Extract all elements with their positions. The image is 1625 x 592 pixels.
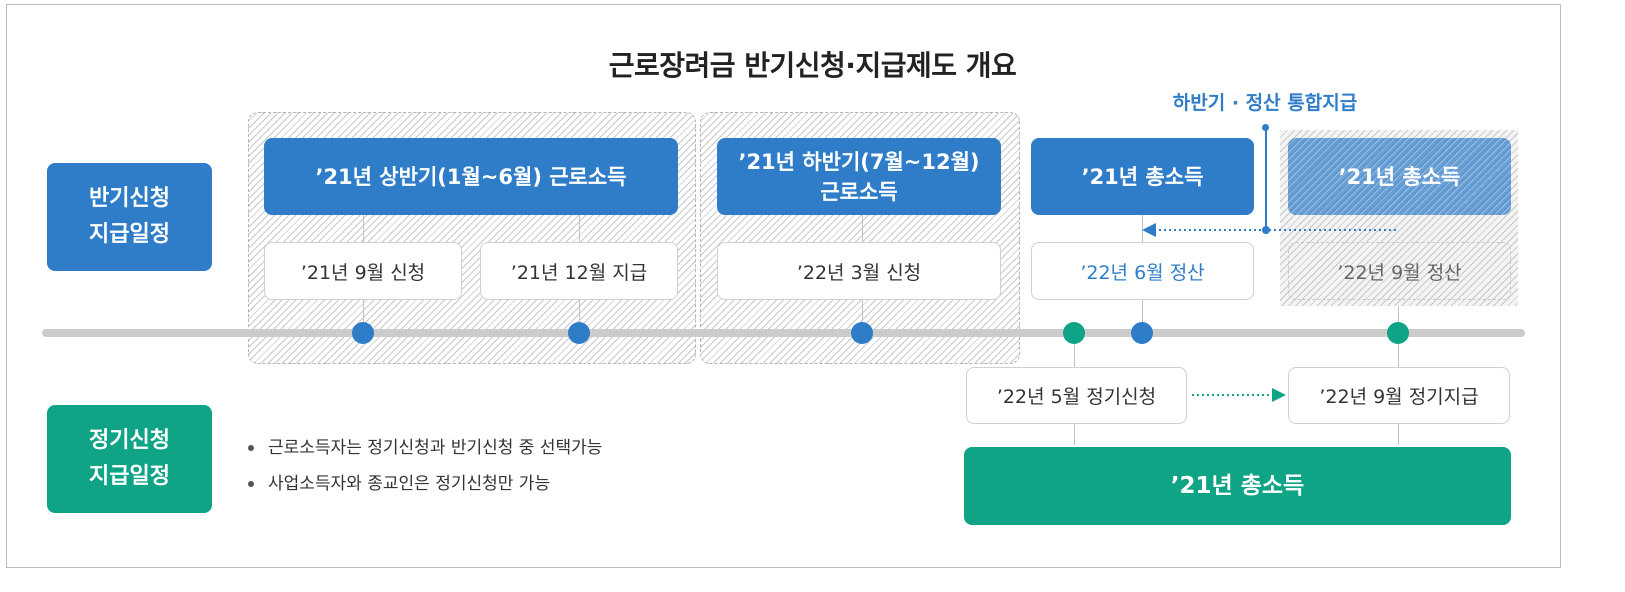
regular-apply-may-2022: ’22년 5월 정기신청 [966,367,1187,424]
annotation-dot [1262,124,1269,131]
apply-sep-2021: ’21년 9월 신청 [264,242,462,300]
first-half-income-header: ’21년 상반기(1월~6월) 근로소득 [264,138,678,215]
total-income-header: ’21년 총소득 [1031,138,1254,215]
timeline-dot-may-2022 [1063,322,1085,344]
apply-mar-2022: ’22년 3월 신청 [717,242,1001,300]
combined-payment-annotation: 하반기 · 정산 통합지급 [1172,92,1358,114]
timeline-dot-sep-2022 [1387,322,1409,344]
settlement-september-faded: ’22년 9월 정산 [1288,242,1511,300]
timeline-dot-dec-2021 [568,322,590,344]
second-half-income-header: ’21년 하반기(7월~12월) 근로소득 [717,138,1001,215]
note-item: 근로소득자는 정기신청과 반기신청 중 선택가능 [248,430,602,466]
timeline-dot-sep-2021 [352,322,374,344]
regular-flow-arrow [1192,388,1286,402]
diagram-title: 근로장려금 반기신청·지급제도 개요 [608,49,1017,82]
combined-payment-arrow [1142,223,1396,237]
total-income-header-faded: ’21년 총소득 [1288,138,1511,215]
notes-list: 근로소득자는 정기신청과 반기신청 중 선택가능 사업소득자와 종교인은 정기신… [248,430,602,502]
regular-total-income-bar: ’21년 총소득 [964,447,1511,525]
regular-pay-sep-2022: ’22년 9월 정기지급 [1288,367,1510,424]
pay-dec-2021: ’21년 12월 지급 [480,242,678,300]
regular-schedule-label: 정기신청 지급일정 [47,405,212,513]
half-year-schedule-label: 반기신청 지급일정 [47,163,212,271]
note-item: 사업소득자와 종교인은 정기신청만 가능 [248,466,602,502]
timeline-dot-jun-2022 [1131,322,1153,344]
annotation-line [1265,126,1267,230]
settlement-june-2022: ’22년 6월 정산 [1031,242,1254,300]
timeline-dot-mar-2022 [851,322,873,344]
timeline-bar [42,329,1525,337]
